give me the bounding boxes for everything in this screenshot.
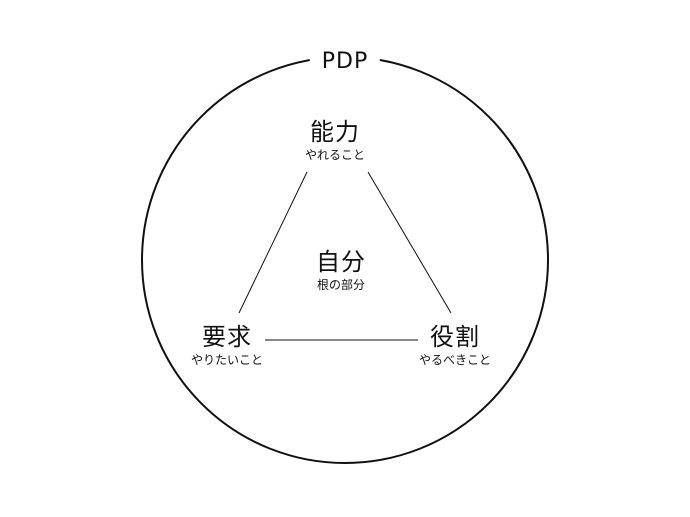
node-left: 要求 やりたいこと [191, 323, 263, 368]
edge-top-left [238, 171, 308, 314]
node-center: 自分 根の部分 [316, 248, 366, 293]
node-top-sublabel: やれること [304, 148, 366, 162]
diagram-title: PDP [309, 48, 381, 76]
node-left-sublabel: やりたいこと [190, 353, 264, 367]
node-center-label: 自分 [316, 248, 366, 276]
node-left-label: 要求 [201, 323, 252, 351]
node-right-label: 役割 [429, 323, 480, 351]
node-top-label: 能力 [309, 118, 360, 146]
node-right: 役割 やるべきこと [419, 323, 491, 368]
node-right-sublabel: やるべきこと [418, 353, 492, 367]
edge-top-right [367, 171, 452, 314]
node-top: 能力 やれること [305, 118, 365, 163]
node-center-sublabel: 根の部分 [316, 278, 365, 292]
